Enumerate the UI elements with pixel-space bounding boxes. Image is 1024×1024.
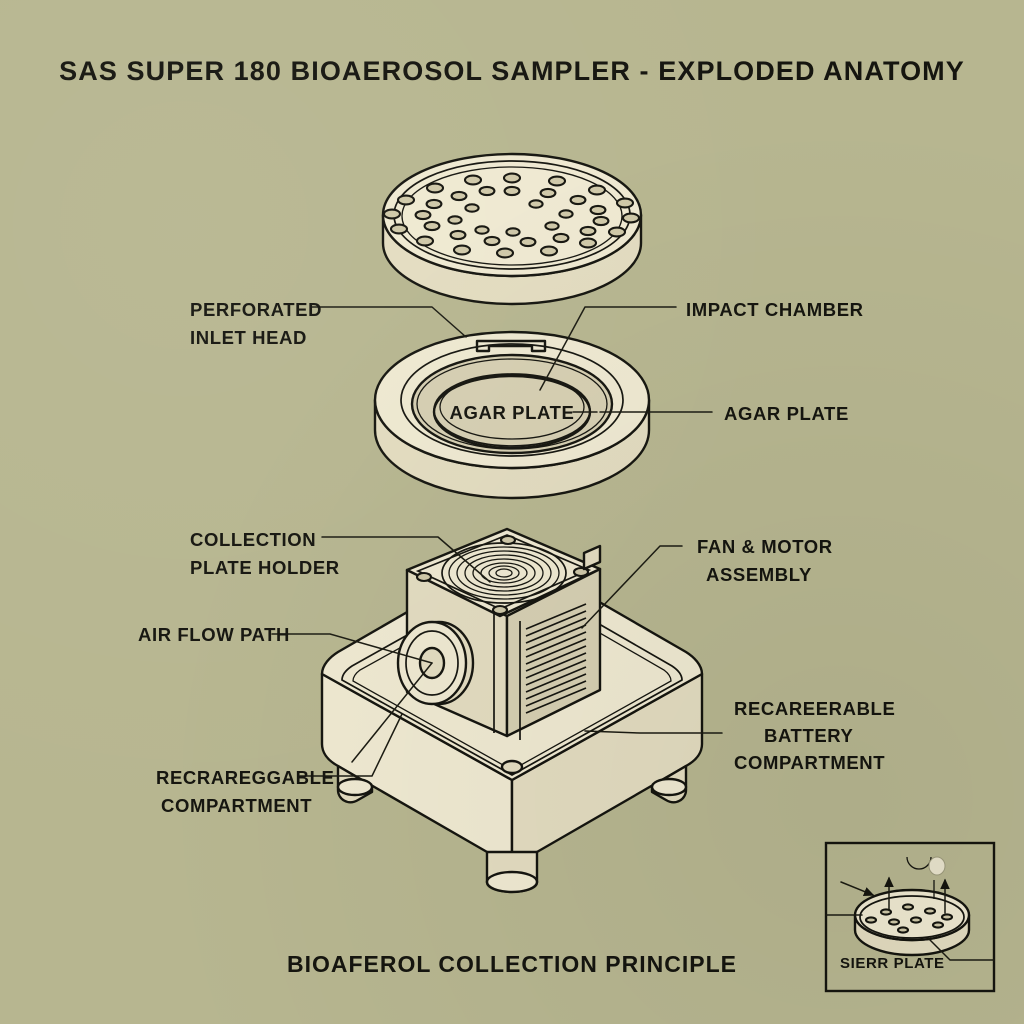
leader-collection-plate-holder (321, 536, 491, 583)
label-perforated-inlet-head-line2: INLET HEAD (190, 327, 307, 348)
label-perforated-inlet-head-line1: PERFORATED (190, 299, 322, 320)
title-text: SAS SUPER 180 BIOAEROSOL SAMPLER - EXPLO… (59, 56, 965, 86)
leader-air-flow-secondary (351, 662, 433, 763)
leader-battery-compartment (584, 730, 723, 734)
inset-airflow-arrows (840, 856, 950, 914)
collection-principle-inset: SIERR PLATE (824, 841, 996, 993)
callout-labels: PERFORATED INLET HEAD IMPACT CHAMBER AGA… (138, 299, 895, 816)
perforated-inlet-head (381, 152, 643, 306)
fan-motor-assembly (396, 527, 602, 740)
footer-caption: BIOAFEROL COLLECTION PRINCIPLE (287, 951, 737, 977)
label-agar-plate: AGAR PLATE (724, 403, 849, 424)
label-battery-line3: COMPARTMENT (734, 752, 885, 773)
impact-chamber (373, 330, 651, 500)
label-air-flow-path: AIR FLOW PATH (138, 624, 290, 645)
label-fan-motor-line1: FAN & MOTOR (697, 536, 833, 557)
label-collection-plate-holder-line1: COLLECTION (190, 529, 316, 550)
label-agar-plate-inner: AGAR PLATE (450, 402, 575, 423)
leader-rechargeable-compartment (299, 713, 403, 777)
label-impact-chamber: IMPACT CHAMBER (686, 299, 864, 320)
label-rechargeable-line1: RECRAREGGABLE (156, 767, 334, 788)
leader-lines (271, 306, 723, 777)
label-battery-line2: BATTERY (764, 725, 854, 746)
label-collection-plate-holder-line2: PLATE HOLDER (190, 557, 340, 578)
label-fan-motor-line2: ASSEMBLY (706, 564, 812, 585)
leader-impact-chamber (539, 306, 677, 391)
leader-air-flow-path (271, 633, 433, 664)
label-rechargeable-line2: COMPARTMENT (161, 795, 312, 816)
inset-leader-right (927, 937, 995, 961)
page-title: SAS SUPER 180 BIOAEROSOL SAMPLER - EXPLO… (59, 56, 965, 86)
fan-blade-rings (441, 542, 567, 604)
label-battery-line1: RECAREERABLE (734, 698, 895, 719)
leader-fan-motor (581, 545, 683, 629)
leader-perforated-inlet-head (311, 306, 467, 338)
base-feet (336, 764, 688, 894)
ventilation-slots (525, 603, 587, 714)
perforation-holes (382, 172, 641, 259)
inset-colonies (864, 903, 954, 934)
inset-label: SIERR PLATE (840, 955, 945, 972)
